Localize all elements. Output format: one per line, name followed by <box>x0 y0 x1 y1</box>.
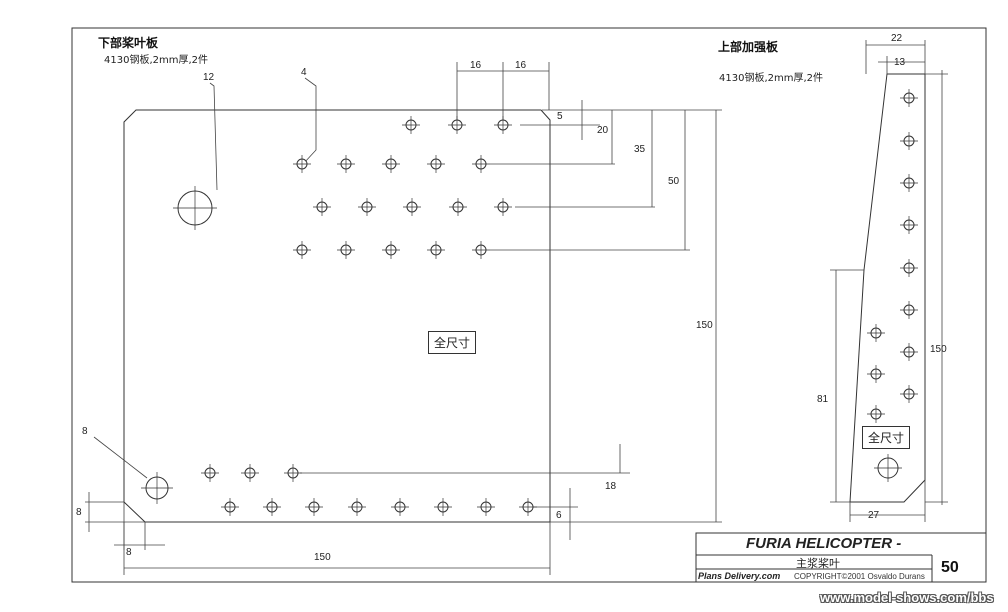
title-block-project: FURIA HELICOPTER - <box>746 535 902 552</box>
upper-plate-title: 上部加强板 <box>718 40 779 54</box>
dim-upper-bottom-width: 27 <box>868 510 880 521</box>
dim-upper-top-inner: 13 <box>894 57 906 68</box>
dim-small-hole-dia: 4 <box>301 67 307 78</box>
dim-bottom-chamfer-h: 8 <box>76 507 82 518</box>
upper-plate-material-note: 4130钢板,2mm厚,2件 <box>719 73 824 84</box>
dim-top-pitch-a: 16 <box>470 60 482 71</box>
dim-row4-offset: 50 <box>668 176 680 187</box>
dim-hole-top-offset: 5 <box>557 111 563 122</box>
dim-corner-hole-dia: 8 <box>82 426 88 437</box>
lower-plate-title: 下部桨叶板 <box>98 36 159 50</box>
dim-upper-height: 150 <box>930 344 947 355</box>
dim-bottom-row-offset: 6 <box>556 510 562 521</box>
watermark-text: www.model-shows.com/bbs <box>820 590 994 605</box>
title-block-publisher: Plans Delivery.com <box>698 571 781 581</box>
dim-upper-lower-height: 81 <box>817 394 829 405</box>
lower-plate-outline <box>123 109 551 523</box>
title-block-copyright: COPYRIGHT©2001 Osvaldo Durans <box>794 572 925 581</box>
lower-plate-material-note: 4130钢板,2mm厚,2件 <box>104 55 209 66</box>
lower-plate-full-size-label: 全尺寸 <box>428 331 477 354</box>
upper-plate-full-size-label: 全尺寸 <box>862 426 911 449</box>
dim-top-pitch-b: 16 <box>515 60 527 71</box>
dim-row2-offset: 20 <box>597 125 609 136</box>
title-block-page-number: 50 <box>941 559 959 576</box>
dim-bottom-row2-offset: 18 <box>605 481 617 492</box>
dim-plate-width: 150 <box>314 552 331 563</box>
upper-plate-holes <box>867 89 918 482</box>
drawing-border <box>71 27 987 583</box>
dim-row3-offset: 35 <box>634 144 646 155</box>
dim-bottom-chamfer-w: 8 <box>126 547 132 558</box>
dim-plate-height: 150 <box>696 320 713 331</box>
dim-upper-top-width: 22 <box>891 33 903 44</box>
title-block-part-name: 主浆桨叶 <box>796 557 840 570</box>
dim-large-hole-dia: 12 <box>203 72 215 83</box>
lower-plate-holes <box>141 116 537 516</box>
title-block-frame <box>695 532 987 583</box>
